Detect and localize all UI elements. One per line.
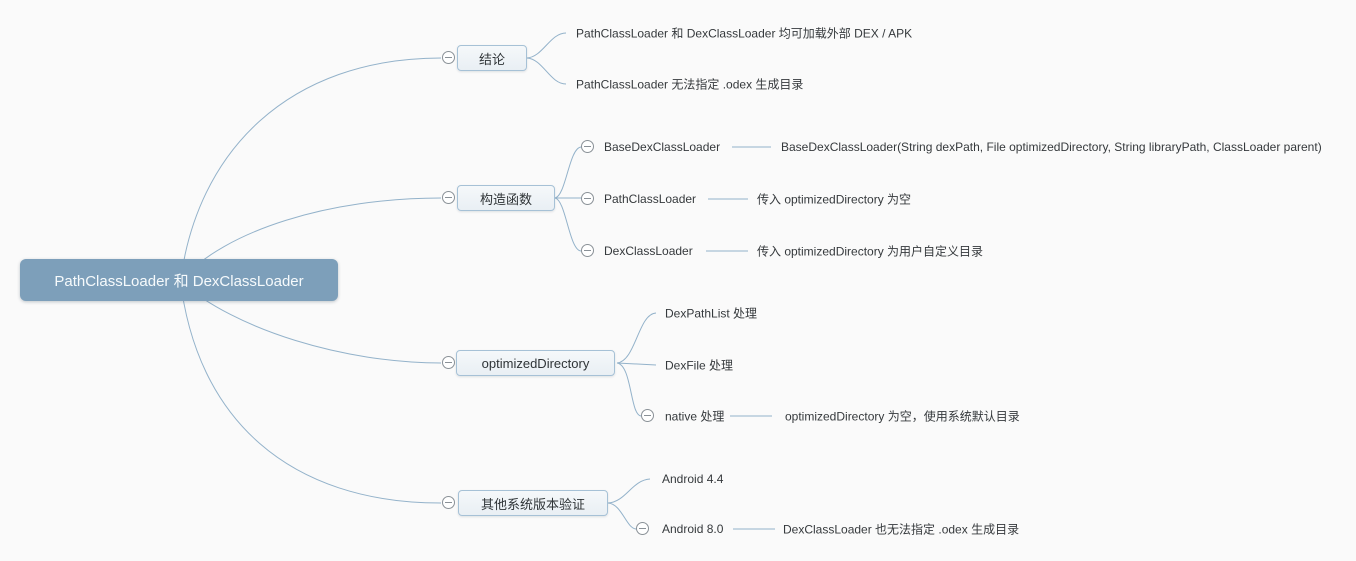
minus-dash	[445, 57, 452, 58]
collapse-minus-icon-other-versions[interactable]	[442, 496, 455, 509]
collapse-minus-icon-native[interactable]	[641, 409, 654, 422]
minus-dash	[584, 146, 591, 147]
topic-node-native[interactable]: native 处理	[665, 409, 725, 424]
connector-optdir-child3	[616, 362, 642, 417]
connector-constructor-child1	[554, 146, 582, 199]
collapse-minus-icon-basedexclassloader[interactable]	[581, 140, 594, 153]
branch-node-other-versions[interactable]: 其他系统版本验证	[458, 490, 608, 516]
connector-optdir-child2	[616, 362, 657, 366]
minus-dash	[639, 528, 646, 529]
connector-optdir-child1	[616, 312, 657, 364]
connector-root-conclusion	[179, 57, 442, 286]
minus-dash	[445, 502, 452, 503]
topic-node-android44[interactable]: Android 4.4	[662, 472, 724, 486]
topic-node-pathclassloader[interactable]: PathClassLoader	[604, 192, 697, 206]
collapse-minus-icon-conclusion[interactable]	[442, 51, 455, 64]
topic-node-conclusion-2[interactable]: PathClassLoader 无法指定 .odex 生成目录	[576, 77, 804, 92]
collapse-minus-icon-dexclassloader[interactable]	[581, 244, 594, 257]
minus-dash	[445, 362, 452, 363]
branch-node-conclusion[interactable]: 结论	[457, 45, 527, 71]
minus-dash	[445, 197, 452, 198]
topic-node-dexfile[interactable]: DexFile 处理	[665, 358, 734, 373]
collapse-minus-icon-constructor[interactable]	[442, 191, 455, 204]
connector-root-other-versions	[179, 276, 442, 504]
connector-conclusion-child2	[526, 57, 567, 85]
minus-dash	[584, 198, 591, 199]
detail-node-pathclassloader[interactable]: 传入 optimizedDirectory 为空	[757, 192, 912, 207]
connector-versions-child1	[607, 478, 651, 504]
branch-node-optimizeddirectory[interactable]: optimizedDirectory	[456, 350, 615, 376]
detail-node-dexclassloader[interactable]: 传入 optimizedDirectory 为用户自定义目录	[757, 244, 984, 259]
connector-versions-child2	[607, 502, 637, 530]
collapse-minus-icon-pathclassloader[interactable]	[581, 192, 594, 205]
minus-dash	[644, 415, 651, 416]
topic-node-basedexclassloader[interactable]: BaseDexClassLoader	[604, 140, 721, 154]
topic-node-dexpathlist[interactable]: DexPathList 处理	[665, 306, 758, 321]
branch-node-constructor[interactable]: 构造函数	[457, 185, 555, 211]
detail-node-android80[interactable]: DexClassLoader 也无法指定 .odex 生成目录	[783, 522, 1020, 537]
topic-node-dexclassloader[interactable]: DexClassLoader	[604, 244, 693, 258]
connector-constructor-child3	[554, 197, 582, 252]
root-topic-node[interactable]: PathClassLoader 和 DexClassLoader	[20, 259, 338, 301]
topic-node-android80[interactable]: Android 8.0	[662, 522, 724, 536]
connector-conclusion-child1	[526, 32, 567, 59]
detail-node-basedexclassloader[interactable]: BaseDexClassLoader(String dexPath, File …	[781, 140, 1322, 154]
collapse-minus-icon-optimizeddirectory[interactable]	[442, 356, 455, 369]
topic-node-conclusion-1[interactable]: PathClassLoader 和 DexClassLoader 均可加载外部 …	[576, 26, 913, 41]
collapse-minus-icon-android80[interactable]	[636, 522, 649, 535]
minus-dash	[584, 250, 591, 251]
detail-node-native[interactable]: optimizedDirectory 为空，使用系统默认目录	[785, 409, 1020, 424]
